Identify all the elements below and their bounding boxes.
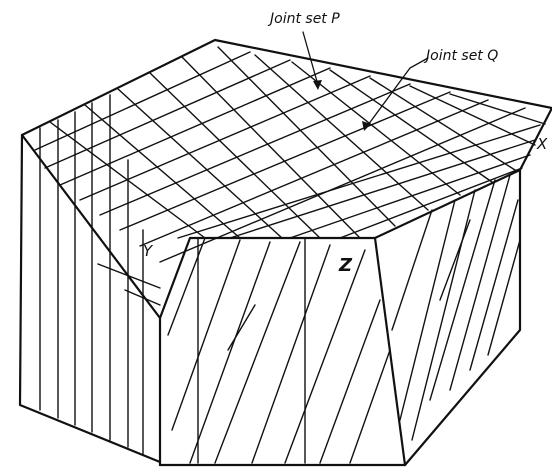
joint-set-p-label: Joint set P — [270, 12, 340, 26]
joint-set-q-leader — [368, 58, 428, 125]
left-edge — [20, 135, 160, 462]
right-face-joint-traces — [392, 175, 520, 440]
front-face-joint-traces — [168, 238, 390, 463]
top-joint-traces — [35, 47, 545, 262]
axis-x-label: X — [537, 137, 547, 152]
block-outline — [20, 40, 552, 465]
axis-z-label: Z — [339, 257, 352, 275]
axis-y-label: Y — [143, 244, 152, 259]
joint-set-q-label: Joint set Q — [426, 49, 498, 63]
